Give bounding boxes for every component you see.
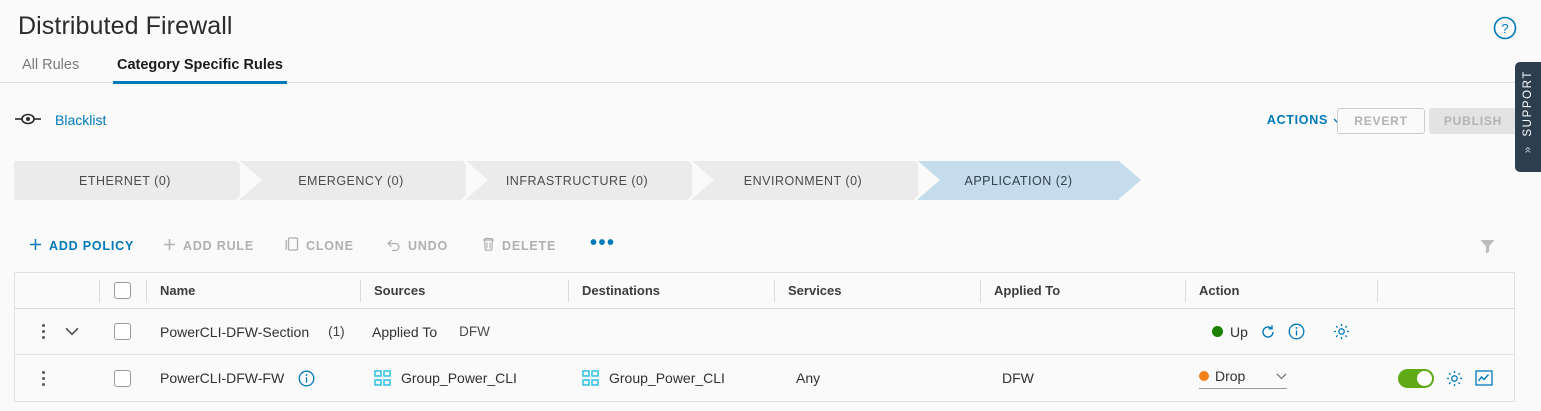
blacklist-link[interactable]: Blacklist — [55, 112, 107, 128]
plus-icon — [29, 238, 42, 254]
svg-text:?: ? — [1501, 21, 1508, 36]
section-applied-to-label: Applied To — [372, 323, 438, 340]
rule-destination: Group_Power_CLI — [609, 370, 725, 386]
group-icon — [582, 369, 599, 387]
plus-icon — [163, 238, 176, 254]
add-policy-button[interactable]: ADD POLICY — [29, 234, 134, 258]
section-rule-count: (1) — [328, 324, 345, 339]
category-infrastructure[interactable]: INFRASTRUCTURE (0) — [466, 161, 710, 200]
rule-name: PowerCLI-DFW-FW — [160, 370, 285, 386]
gear-icon[interactable] — [1446, 370, 1463, 387]
revert-button[interactable]: REVERT — [1337, 108, 1425, 134]
column-header-sources: Sources — [374, 283, 426, 298]
delete-button[interactable]: DELETE — [482, 234, 556, 258]
add-rule-label: ADD RULE — [183, 239, 254, 253]
rule-service: Any — [796, 370, 821, 386]
rule-enabled-toggle[interactable] — [1398, 368, 1434, 388]
info-circle-icon[interactable] — [1288, 323, 1305, 340]
category-environment[interactable]: ENVIRONMENT (0) — [692, 161, 936, 200]
page-title: Distributed Firewall — [18, 12, 233, 40]
gear-icon[interactable] — [1333, 323, 1350, 340]
status-dot-orange — [1199, 371, 1209, 381]
row-checkbox[interactable] — [114, 369, 131, 387]
chevron-down-icon[interactable] — [65, 327, 79, 336]
section-name: PowerCLI-DFW-Section — [160, 323, 310, 340]
undo-icon — [386, 238, 401, 255]
column-header-name: Name — [160, 283, 196, 298]
section-applied-to-value: DFW — [459, 324, 490, 339]
status-badge: Up — [1212, 324, 1248, 340]
rule-applied-to: DFW — [1002, 370, 1034, 386]
rule-source: Group_Power_CLI — [401, 370, 517, 386]
column-header-services: Services — [788, 283, 842, 298]
delete-label: DELETE — [502, 239, 557, 253]
select-all-checkbox[interactable] — [114, 282, 131, 299]
category-chevron-bar: ETHERNET (0) EMERGENCY (0) INFRASTRUCTUR… — [14, 161, 1141, 200]
trash-icon — [482, 237, 495, 255]
chart-stats-icon[interactable] — [1475, 369, 1493, 387]
info-circle-icon[interactable] — [298, 370, 315, 387]
clone-button[interactable]: CLONE — [285, 234, 354, 258]
row-menu-icon[interactable] — [42, 370, 45, 386]
tab-bar: All Rules Category Specific Rules — [0, 52, 1517, 84]
double-chevron-icon: « — [1521, 146, 1535, 153]
row-checkbox[interactable] — [114, 323, 131, 340]
category-application[interactable]: APPLICATION (2) — [918, 161, 1141, 200]
policy-filter-row: Blacklist ACTIONS REVERT PUBLISH — [0, 100, 1517, 142]
group-icon — [374, 369, 391, 387]
publish-button[interactable]: PUBLISH — [1429, 108, 1517, 134]
category-ethernet[interactable]: ETHERNET (0) — [14, 161, 258, 200]
rule-action-toolbar: ADD POLICY ADD RULE CLONE — [0, 230, 1517, 264]
status-dot-green — [1212, 326, 1223, 337]
row-menu-icon[interactable] — [42, 324, 45, 339]
tab-category-specific-rules[interactable]: Category Specific Rules — [113, 52, 287, 84]
rule-action-value: Drop — [1215, 368, 1246, 384]
clone-label: CLONE — [306, 239, 354, 253]
table-header-row: Name Sources Destinations Services Appli… — [15, 273, 1514, 309]
connection-icon — [14, 112, 42, 131]
column-header-applied-to: Applied To — [994, 283, 1061, 298]
more-options-button[interactable]: ••• — [590, 232, 616, 254]
actions-label: ACTIONS — [1266, 113, 1328, 127]
table-row-section[interactable]: PowerCLI-DFW-Section (1) Applied To DFW … — [15, 309, 1514, 355]
funnel-filter-icon[interactable] — [1479, 238, 1496, 260]
category-emergency[interactable]: EMERGENCY (0) — [240, 161, 484, 200]
firewall-rules-table: Name Sources Destinations Services Appli… — [14, 272, 1515, 402]
chevron-down-icon — [1276, 367, 1287, 385]
refresh-icon[interactable] — [1260, 324, 1276, 340]
add-policy-label: ADD POLICY — [49, 239, 135, 253]
support-tab[interactable]: SUPPORT « — [1515, 62, 1541, 172]
table-row-rule[interactable]: PowerCLI-DFW-FW — [15, 355, 1514, 402]
column-header-destinations: Destinations — [582, 283, 661, 298]
tab-all-rules[interactable]: All Rules — [22, 57, 80, 73]
rule-action-select[interactable]: Drop — [1199, 367, 1287, 389]
column-header-action: Action — [1199, 283, 1240, 298]
add-rule-button[interactable]: ADD RULE — [163, 234, 254, 258]
status-label: Up — [1230, 323, 1248, 340]
undo-button[interactable]: UNDO — [386, 234, 448, 258]
actions-dropdown-button[interactable]: ACTIONS — [1267, 113, 1342, 127]
clone-icon — [285, 237, 299, 255]
support-label: SUPPORT — [1522, 70, 1534, 137]
help-circle-icon[interactable]: ? — [1493, 16, 1517, 40]
undo-label: UNDO — [408, 239, 449, 253]
